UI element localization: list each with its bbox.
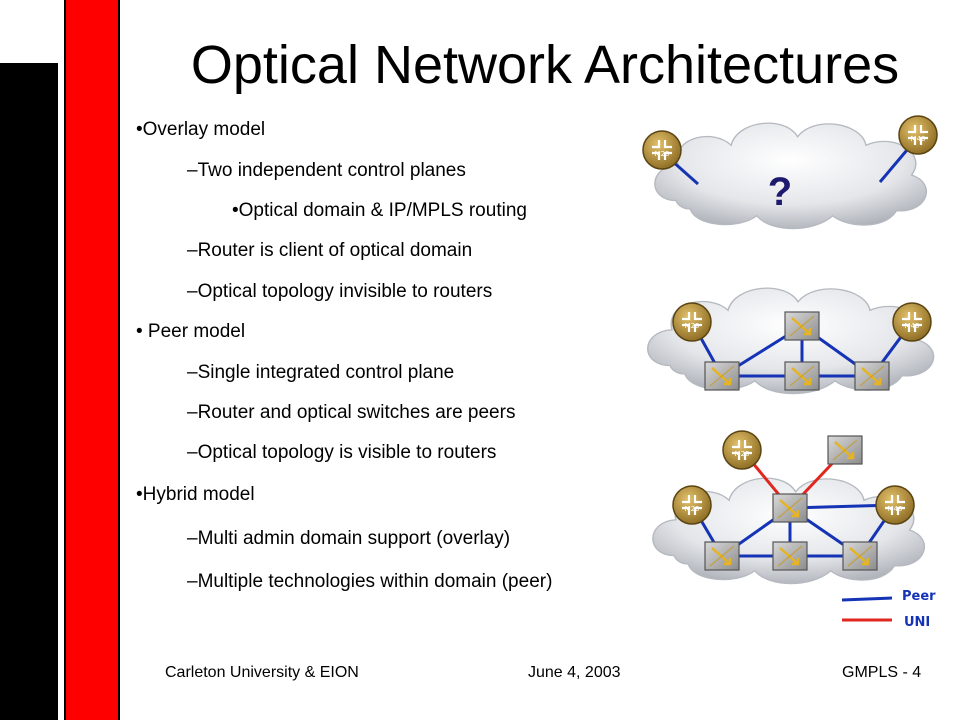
bullet-two-control-planes: –Two independent control planes [187,160,466,181]
slide-title: Optical Network Architectures [190,35,900,95]
left-red-bar [64,0,120,720]
router-icon: M40 [897,114,939,156]
router-label: M20 [655,150,670,158]
router-label: M20 [735,450,750,458]
router-label: M40 [905,322,920,330]
footer-right: GMPLS - 4 [842,664,922,681]
bullet-multi-admin-domain: –Multi admin domain support (overlay) [187,528,511,549]
left-black-bar [0,63,58,720]
optical-switch-icon [853,360,891,392]
bullet-topology-visible: –Optical topology is visible to routers [187,442,497,463]
uni-legend-label: UNI [904,615,930,630]
peer-model-diagram: M20 M40 [646,287,935,395]
network-architecture-diagram: M20 M40 ? M20 M40 [641,114,939,630]
optical-switch-icon [771,540,809,572]
hybrid-model-diagram: M20 M20 M40 [652,429,926,585]
bullet-optical-domain-ip-mpls: •Optical domain & IP/MPLS routing [232,200,527,221]
footer-center: June 4, 2003 [528,664,621,681]
router-icon: M40 [891,301,933,343]
optical-switch-icon [771,492,809,524]
bullet-multiple-technologies: –Multiple technologies within domain (pe… [187,571,553,592]
overlay-model-diagram: M20 M40 ? [641,114,939,230]
optical-switch-icon [841,540,879,572]
router-icon: M20 [641,129,683,171]
optical-switch-icon [703,540,741,572]
router-label: M40 [911,135,926,143]
router-icon: M20 [671,484,713,526]
peer-legend-label: Peer [902,589,936,604]
bullet-single-control-plane: –Single integrated control plane [187,362,455,383]
optical-switch-icon [783,360,821,392]
router-label: M20 [685,322,700,330]
router-label: M40 [888,505,903,513]
question-mark: ? [768,170,792,214]
router-icon: M40 [874,484,916,526]
diagram-legend: Peer UNI [841,589,936,630]
peer-legend-line [841,596,893,602]
bullet-hybrid-model: •Hybrid model [136,484,255,505]
router-icon: M20 [671,301,713,343]
router-icon: M20 [721,429,763,471]
router-label: M20 [685,505,700,513]
footer-left: Carleton University & EION [165,664,359,681]
bullet-topology-invisible: –Optical topology invisible to routers [187,281,493,302]
optical-switch-icon [826,434,864,466]
bullet-router-optical-peers: –Router and optical switches are peers [187,402,516,423]
bullet-router-client: –Router is client of optical domain [187,240,473,261]
optical-switch-icon [703,360,741,392]
optical-switch-icon [783,310,821,342]
bullet-overlay-model: •Overlay model [136,119,266,140]
bullet-peer-model: • Peer model [136,321,246,342]
